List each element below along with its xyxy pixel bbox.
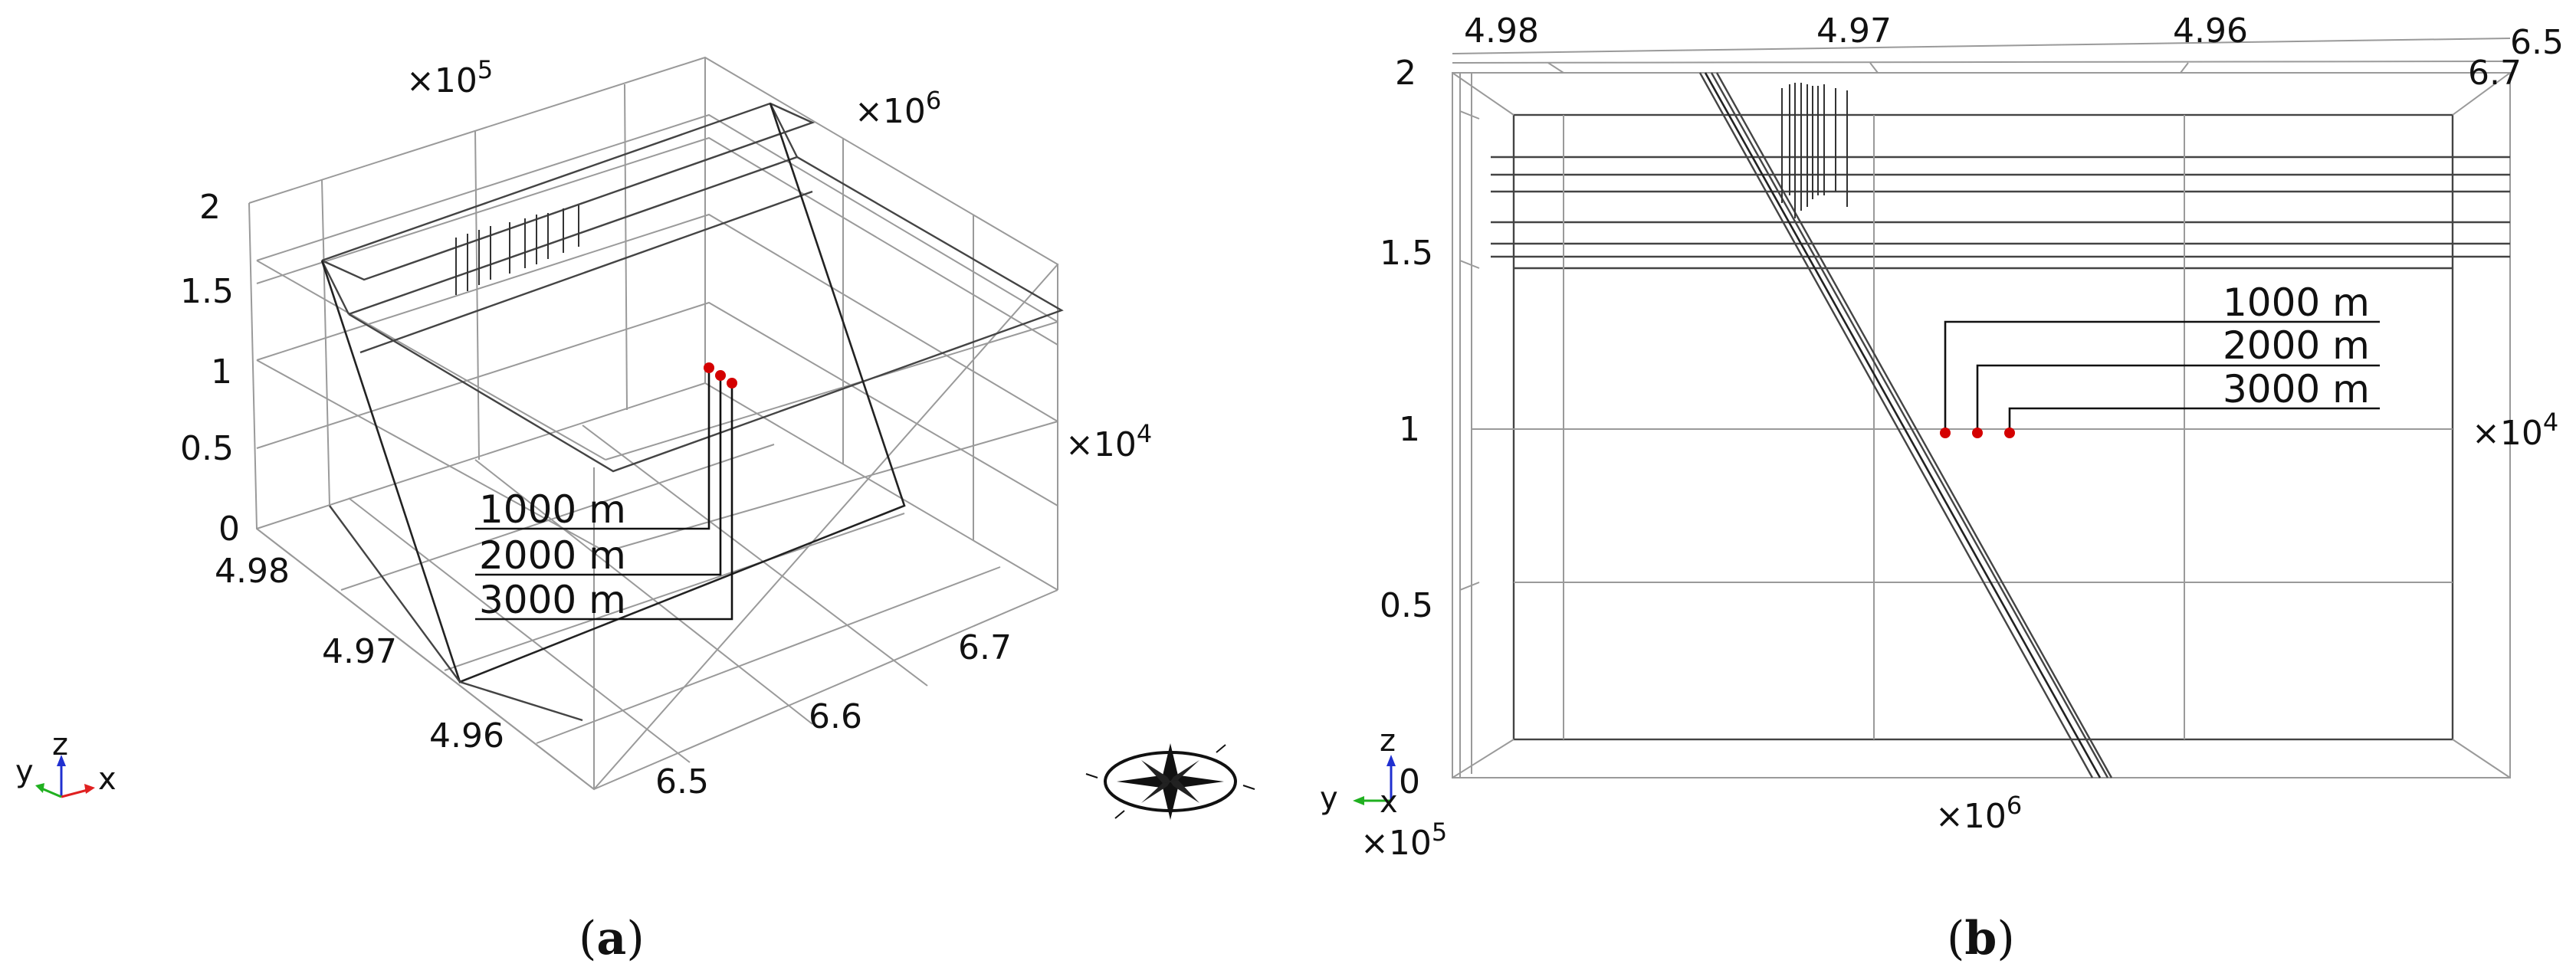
depth-label-2000m: 2000 m xyxy=(479,533,626,578)
panel-a-z-tick-0: 0 xyxy=(218,510,240,549)
monitoring-point-3000m xyxy=(2004,428,2015,438)
panel-b-y-tick-6.5: 6.5 xyxy=(2510,23,2564,62)
panel-a-y-tick-6.6: 6.6 xyxy=(809,697,862,736)
panel-a-triad-x: x xyxy=(98,762,116,797)
monitoring-point-1000m xyxy=(1940,428,1951,438)
panel-b-triad-z: z xyxy=(1380,723,1396,759)
panel-b-axis-triad: z y x xyxy=(1320,723,1398,820)
panel-a-axis-triad: z y x xyxy=(15,727,116,798)
panel-a-model-domain xyxy=(320,102,1064,722)
panel-a-z-tick-2: 2 xyxy=(199,188,221,227)
depth-label-2000m: 2000 m xyxy=(2223,323,2370,368)
compass-icon xyxy=(1085,743,1255,820)
panel-a-triad-y: y xyxy=(15,754,34,789)
panel-b-multiplier-y: ×106 xyxy=(1935,791,2022,836)
panel-b-multiplier-z: ×104 xyxy=(2472,408,2558,453)
depth-label-1000m: 1000 m xyxy=(2223,280,2370,325)
panel-b-x-tick-4.98: 4.98 xyxy=(1464,11,1539,51)
panel-a-x-tick-4.96: 4.96 xyxy=(429,716,504,755)
depth-label-3000m: 3000 m xyxy=(2223,367,2370,411)
monitoring-point-3000m xyxy=(727,378,737,388)
panel-a-y-tick-6.7: 6.7 xyxy=(958,628,1012,667)
monitoring-point-1000m xyxy=(704,362,714,373)
panel-a-z-tick-1: 1 xyxy=(211,352,232,392)
panel-b-frame xyxy=(1452,38,2511,778)
panel-a: 1000 m 2000 m 3000 m ×105 ×106 ×104 2 1.… xyxy=(15,55,1255,965)
panel-b-multiplier-x: ×105 xyxy=(1360,818,1447,863)
panel-a-z-tick-1.5: 1.5 xyxy=(180,272,234,311)
depth-label-3000m: 3000 m xyxy=(479,578,626,622)
panel-a-multiplier-x: ×105 xyxy=(406,55,493,100)
panel-a-multiplier-y: ×106 xyxy=(855,86,941,131)
panel-a-z-tick-0.5: 0.5 xyxy=(180,429,234,468)
panel-b-triad-y: y xyxy=(1320,781,1338,816)
panel-b-fault xyxy=(1698,72,2113,778)
monitoring-point-2000m xyxy=(1972,428,1983,438)
depth-label-1000m: 1000 m xyxy=(479,487,626,532)
monitoring-point-2000m xyxy=(715,370,726,381)
panel-b-z-tick-1.5: 1.5 xyxy=(1380,234,1433,273)
panel-b-z-tick-2: 2 xyxy=(1395,54,1416,93)
panel-b-caption: (b) xyxy=(1947,912,2015,965)
panel-a-box-grid xyxy=(248,56,1059,791)
panel-b-z-tick-1: 1 xyxy=(1399,410,1420,449)
panel-b-z-tick-0.5: 0.5 xyxy=(1380,586,1433,625)
panel-a-x-tick-4.98: 4.98 xyxy=(215,552,290,591)
panel-b-leaders xyxy=(1940,320,2380,438)
panel-a-triad-z: z xyxy=(52,727,68,762)
panel-b-x-tick-4.96: 4.96 xyxy=(2173,11,2248,51)
panel-a-caption: (a) xyxy=(579,912,645,965)
panel-a-y-tick-6.5: 6.5 xyxy=(655,762,709,801)
panel-a-leaders xyxy=(475,362,737,621)
panel-a-wells xyxy=(455,205,579,295)
panel-b-z-tick-0: 0 xyxy=(1399,762,1420,801)
panel-b-y-tick-6.7: 6.7 xyxy=(2468,54,2522,93)
panel-b-wells xyxy=(1781,83,1848,218)
panel-b-triad-x: x xyxy=(1380,785,1398,820)
panel-b-x-tick-4.97: 4.97 xyxy=(1816,11,1892,51)
panel-a-multiplier-z: ×104 xyxy=(1065,419,1152,464)
panel-b: 1000 m 2000 m 3000 m 4.98 4.97 4.96 6.5 … xyxy=(1320,11,2564,965)
panel-a-x-tick-4.97: 4.97 xyxy=(322,632,397,671)
